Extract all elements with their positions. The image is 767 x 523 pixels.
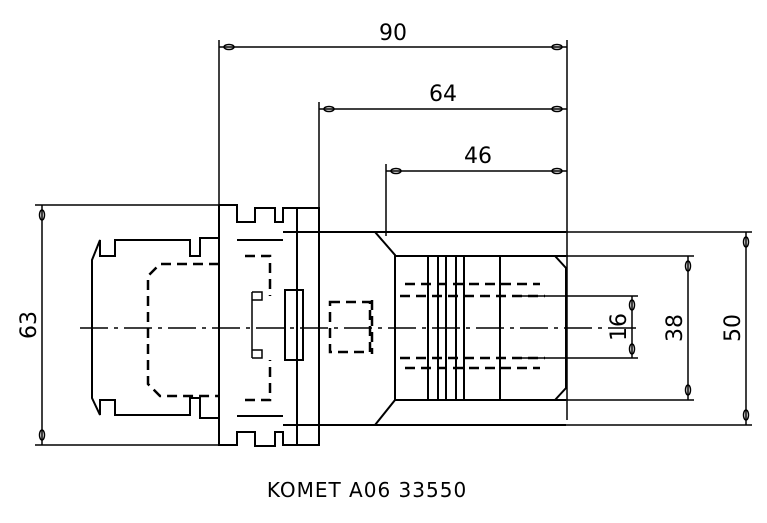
dimension-63-label: 63	[17, 311, 42, 339]
dimension-90-label: 90	[379, 21, 407, 46]
dimension-46-label: 46	[464, 144, 492, 169]
dimension-16: 16	[520, 295, 638, 359]
dimension-64-label: 64	[429, 82, 457, 107]
dimension-46: 46	[385, 144, 567, 236]
dimension-16-label: 16	[607, 313, 632, 341]
dimension-64: 64	[318, 82, 567, 330]
dimension-63: 63	[17, 204, 225, 446]
dimension-38-label: 38	[663, 314, 688, 342]
dimension-50-label: 50	[721, 314, 746, 342]
tool-holder-outline	[80, 204, 640, 447]
part-number-caption: KOMET A06 33550	[267, 478, 467, 502]
